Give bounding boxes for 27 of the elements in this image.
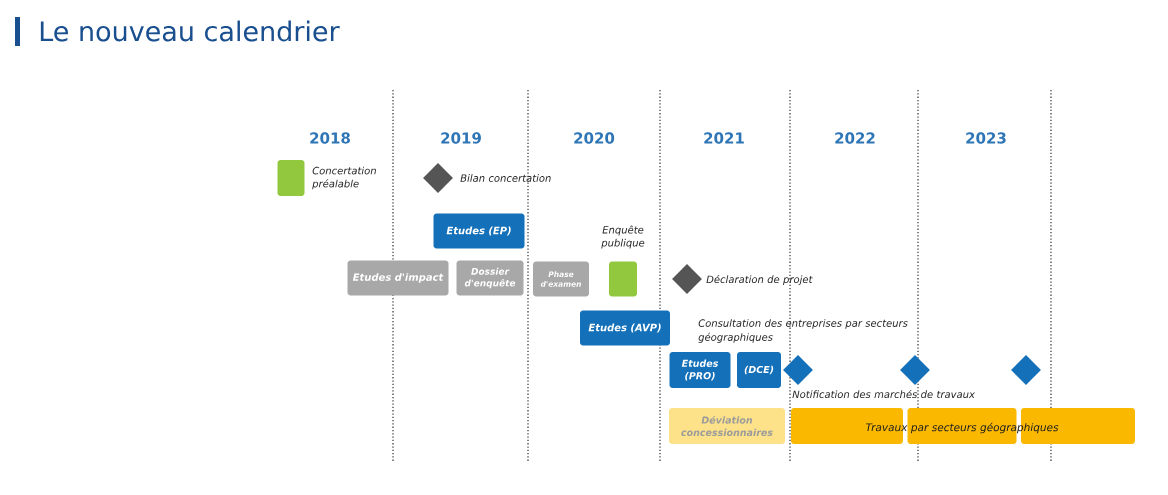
note: Consultation des entreprises par secteurs géographiques	[698, 319, 908, 343]
year-label: 2022	[835, 132, 875, 144]
task-bar: Déviation concessionnaires	[669, 408, 785, 444]
milestone-diamond	[423, 163, 453, 193]
milestone-square	[277, 160, 305, 196]
task-bar: (DCE)	[737, 352, 781, 388]
milestone-diamond	[783, 355, 813, 385]
milestone-label: Bilan concertation	[460, 174, 551, 182]
milestone-diamond	[900, 355, 930, 385]
task-bar: Etudes (EP)	[433, 213, 525, 249]
title: Le nouveau calendrier	[40, 20, 340, 42]
task-bar: Etudes (PRO)	[669, 352, 731, 388]
milestone-label: Enquête publique	[601, 225, 645, 249]
milestone-label: Déclaration de projet	[706, 274, 813, 286]
year-label: 2019	[441, 132, 481, 144]
note: Notification des marchés de travaux	[792, 389, 975, 399]
milestone-diamond	[1011, 355, 1041, 385]
milestone-diamond	[672, 264, 702, 294]
milestone-label: Concertation préalable	[312, 166, 376, 190]
task-bar: Etudes (AVP)	[580, 310, 670, 346]
task-bar: Dossier d'enquête	[456, 260, 524, 296]
task-bar: Etudes d'impact	[347, 260, 449, 296]
year-label: 2018	[310, 132, 350, 144]
year-label: 2023	[966, 132, 1006, 144]
milestone-square	[609, 261, 637, 297]
year-label: 2021	[704, 132, 744, 144]
year-label: 2020	[574, 132, 615, 144]
